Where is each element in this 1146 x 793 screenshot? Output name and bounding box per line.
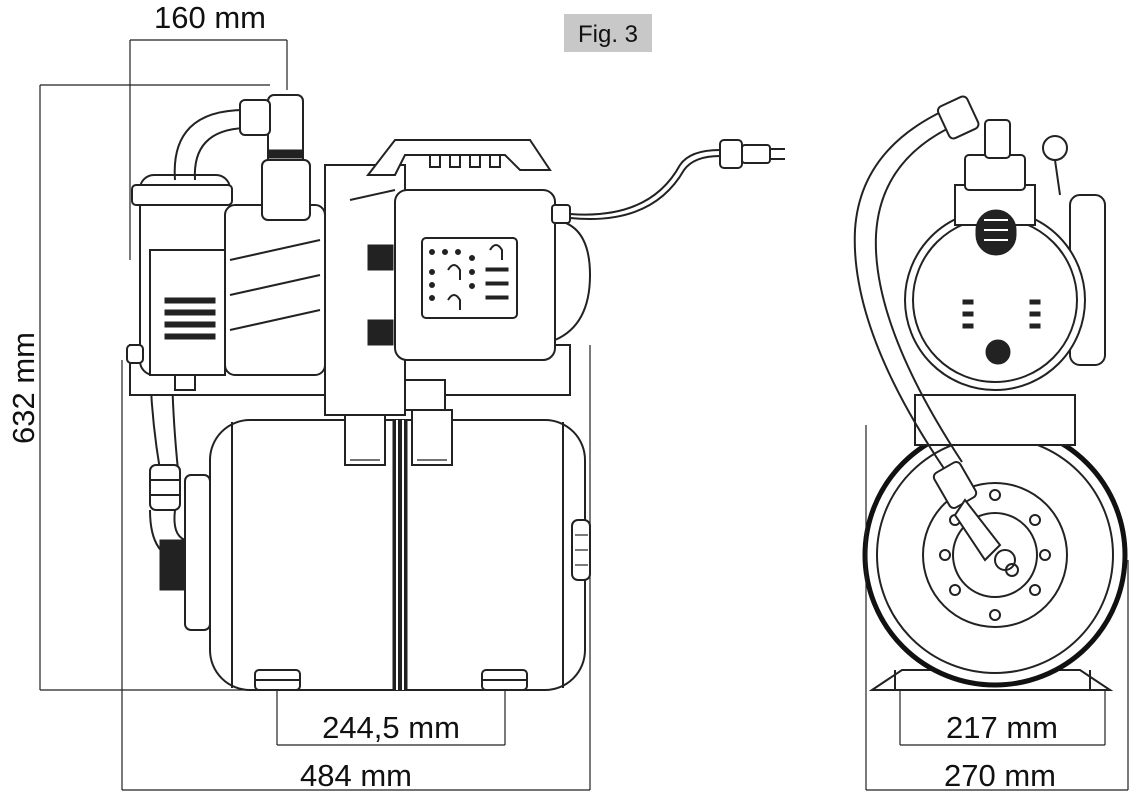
dim-feet-spacing-front: 217 mm — [946, 710, 1058, 745]
dimension-labels: 160 mm 632 mm 244,5 mm 484 mm 217 mm 270… — [6, 0, 1058, 793]
dim-top-width: 160 mm — [154, 0, 266, 35]
figure-label-background — [564, 14, 652, 52]
dim-length-side: 484 mm — [300, 758, 412, 793]
outlet-pipe — [173, 94, 311, 221]
pressure-tank — [209, 409, 591, 691]
front-pump-body — [904, 119, 1106, 446]
inlet-hose — [149, 354, 211, 631]
dim-height: 632 mm — [6, 332, 41, 444]
dimension-lines — [39, 39, 1129, 791]
pump-housing — [131, 174, 326, 376]
drain-plug — [126, 344, 144, 364]
figure-label-text: Fig. 3 — [578, 21, 638, 48]
figure-label: Fig. 3 — [564, 14, 652, 52]
side-view — [126, 94, 785, 691]
front-view — [853, 95, 1128, 691]
front-hose — [853, 95, 1016, 571]
front-tank — [862, 422, 1128, 688]
dim-feet-spacing-side: 244,5 mm — [322, 710, 460, 745]
dim-width-front: 270 mm — [944, 758, 1056, 793]
motor — [324, 139, 785, 416]
